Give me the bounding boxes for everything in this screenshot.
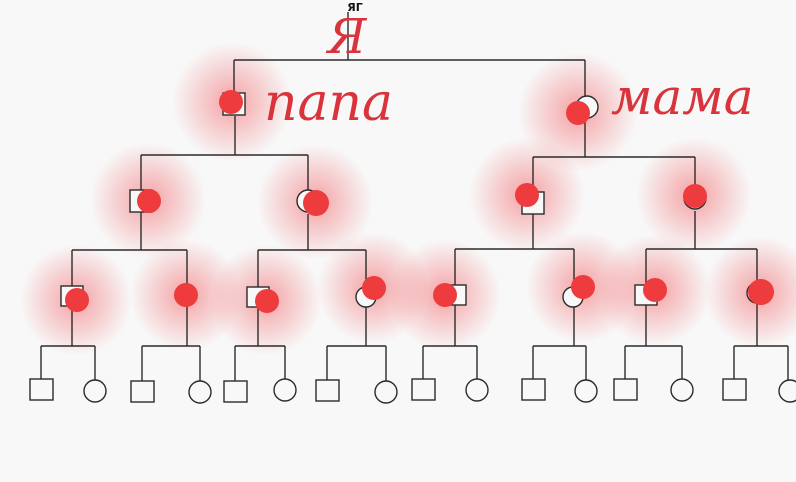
marker-dot: [515, 183, 539, 207]
male-node: [722, 378, 747, 401]
red-markers: [65, 90, 774, 313]
marker-dot: [433, 283, 457, 307]
ego-label: Я: [326, 9, 368, 65]
marker-dot: [362, 276, 386, 300]
female-node: [465, 378, 489, 402]
marker-dot: [643, 278, 667, 302]
female-node: [374, 380, 398, 404]
mother-label: мама: [611, 68, 754, 126]
father-label: папа: [264, 73, 393, 133]
connector-lines: [40, 12, 789, 381]
marker-dot: [65, 288, 89, 312]
marker-dot: [683, 184, 707, 208]
male-node: [613, 378, 638, 401]
marker-dot: [571, 275, 595, 299]
marker-dot: [174, 283, 198, 307]
marker-dot: [219, 90, 243, 114]
marker-dot: [566, 101, 590, 125]
male-node: [29, 378, 54, 401]
female-node: [273, 378, 297, 402]
marker-dot: [255, 289, 279, 313]
male-node: [315, 379, 340, 402]
marker-dot: [137, 189, 161, 213]
female-node: [83, 379, 107, 403]
marker-dot: [748, 279, 774, 305]
female-node: [670, 378, 694, 402]
male-node: [411, 378, 436, 401]
male-node: [130, 380, 155, 403]
male-node: [223, 380, 248, 403]
female-node: [778, 379, 796, 403]
top-scribble: ЯГ: [347, 1, 362, 14]
male-node: [521, 378, 546, 401]
female-node: [188, 380, 212, 404]
female-node: [574, 379, 598, 403]
marker-dot: [303, 190, 329, 216]
